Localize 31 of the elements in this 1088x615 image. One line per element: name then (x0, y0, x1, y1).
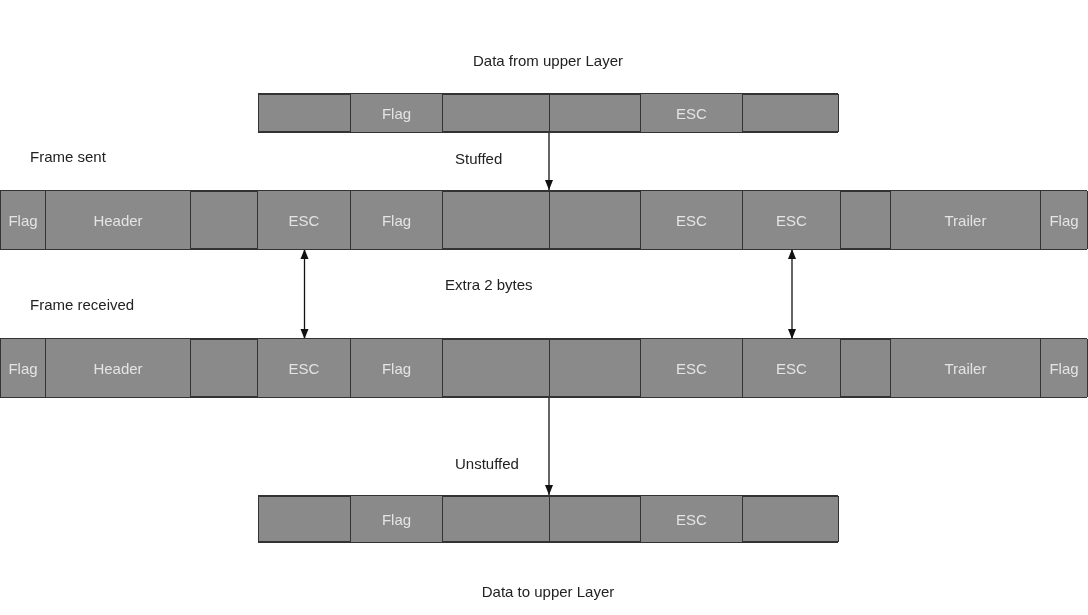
frame-bar (0, 338, 1087, 398)
byte-cell (443, 496, 550, 542)
double-arrow (787, 248, 797, 340)
arrow (544, 132, 554, 191)
node-label: Frame sent (30, 148, 106, 165)
byte-cell (191, 191, 258, 249)
byte-cell (743, 496, 839, 542)
byte-cell (443, 94, 550, 132)
note-text: Extra 2 bytes (445, 276, 533, 293)
byte-cell (550, 191, 641, 249)
frame-bar (258, 495, 838, 543)
byte-cell (550, 496, 641, 542)
byte-cell (550, 339, 641, 397)
byte-cell (259, 496, 351, 542)
byte-cell (743, 94, 839, 132)
double-arrow (300, 248, 309, 340)
node-label: Data to upper Layer (481, 583, 615, 600)
edge-label: Unstuffed (455, 455, 519, 472)
byte-cell (259, 94, 351, 132)
node-label: Data from upper Layer (472, 52, 624, 69)
frame-bar (0, 190, 1087, 250)
edge-label: Stuffed (455, 150, 503, 167)
byte-cell (443, 339, 550, 397)
node-label: Frame received (30, 296, 135, 313)
byte-cell (550, 94, 641, 132)
byte-cell (191, 339, 258, 397)
byte-cell (841, 339, 891, 397)
byte-cell (443, 191, 550, 249)
arrow (544, 397, 554, 496)
byte-cell (841, 191, 891, 249)
frame-bar (258, 93, 838, 133)
